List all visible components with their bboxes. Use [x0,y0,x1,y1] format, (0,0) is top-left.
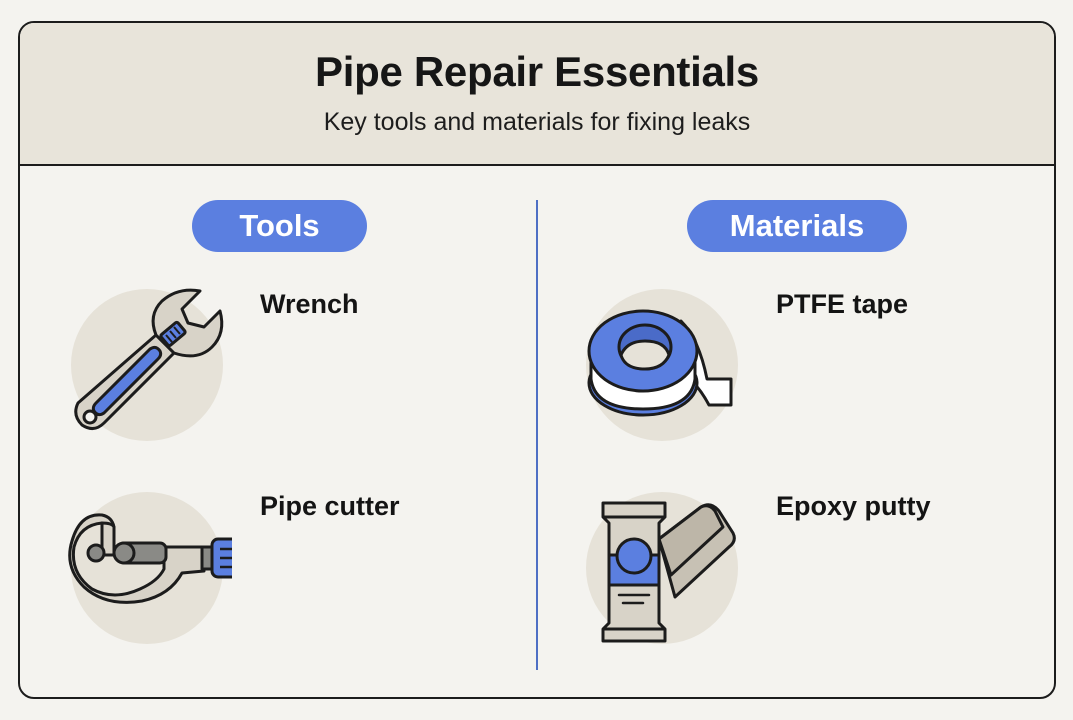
header-band: Pipe Repair Essentials Key tools and mat… [20,23,1054,166]
wrench-label: Wrench [260,289,359,319]
ptfe-tape-icon [587,309,733,417]
ptfe-tape-label: PTFE tape [776,289,909,319]
pipe-cutter-icon [68,513,232,604]
pipe-cutter-label: Pipe cutter [260,491,400,521]
infographic-card: Pipe Repair Essentials Key tools and mat… [18,21,1056,699]
epoxy-putty-icon [601,501,736,643]
wrench-icon [74,288,224,430]
epoxy-putty-label: Epoxy putty [776,491,931,521]
page-subtitle: Key tools and materials for fixing leaks [323,108,751,136]
materials-heading-pill: Materials [687,200,907,252]
tools-heading-pill: Tools [192,200,367,252]
column-divider [536,200,538,670]
page-title: Pipe Repair Essentials [315,48,759,95]
